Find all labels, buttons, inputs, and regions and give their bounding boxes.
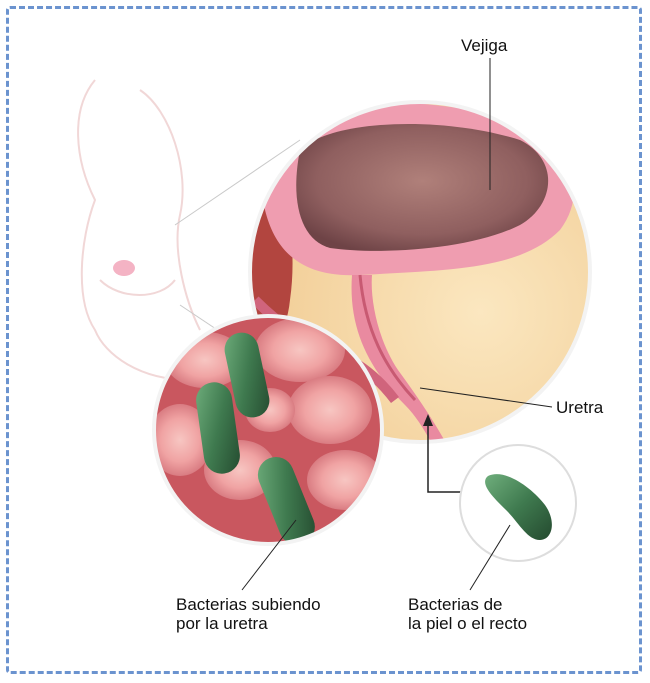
urethra-label: Uretra <box>556 398 603 417</box>
bladder-label: Vejiga <box>461 36 507 55</box>
bacteria-source-label: Bacterias de la piel o el recto <box>408 595 527 633</box>
single-bacterium-circle <box>460 445 576 561</box>
body-bladder-spot <box>113 260 135 276</box>
bacteria-rising-label: Bacterias subiendo por la uretra <box>176 595 321 633</box>
body-silhouette <box>78 80 200 380</box>
